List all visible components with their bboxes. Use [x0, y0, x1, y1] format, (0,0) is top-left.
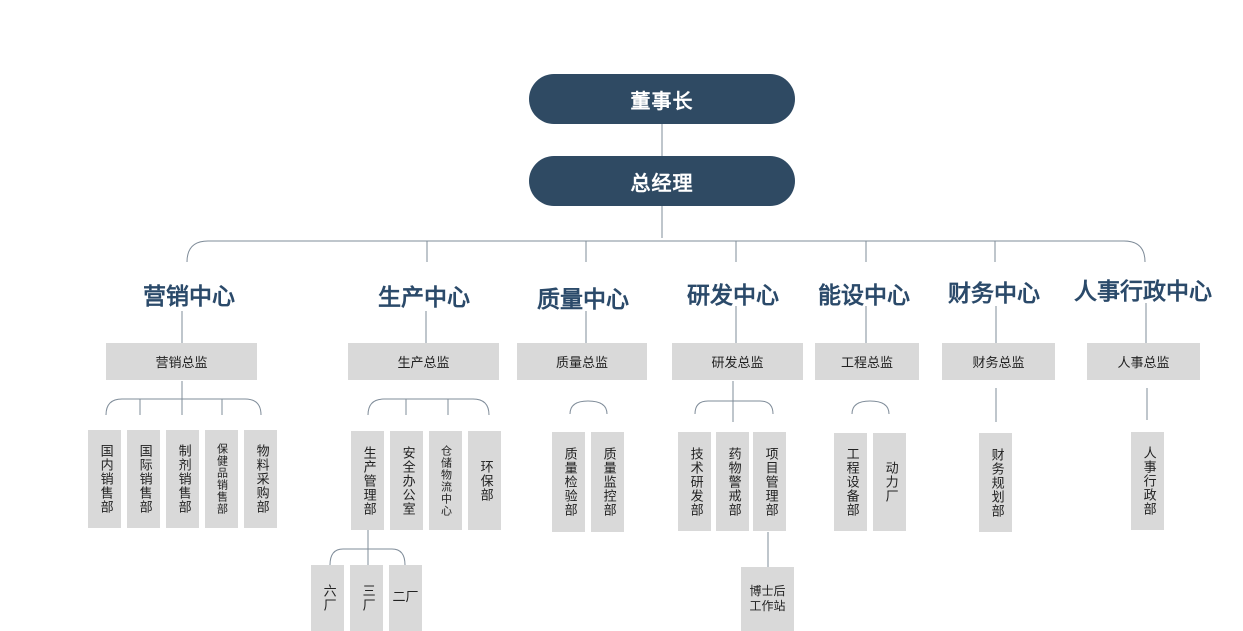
- dept-production-management: 生产管理部: [351, 431, 384, 530]
- center-production: 生产中心: [378, 285, 470, 311]
- dept-pharmacovigilance: 药物警戒部: [716, 432, 749, 531]
- director-engineering: 工程总监: [815, 343, 919, 380]
- dept-environmental: 环保部: [468, 431, 501, 530]
- dept-quality-inspection: 质量检验部: [552, 432, 585, 532]
- dept-warehouse-logistics: 仓储物流中心: [429, 431, 462, 530]
- center-marketing: 营销中心: [143, 284, 235, 310]
- chairman-node: 董事长: [529, 74, 795, 124]
- dept-hr-administration: 人事行政部: [1131, 432, 1164, 530]
- director-production: 生产总监: [348, 343, 499, 380]
- dept-safety-office: 安全办公室: [390, 431, 423, 530]
- dept-quality-monitoring: 质量监控部: [591, 432, 624, 532]
- center-finance: 财务中心: [948, 281, 1040, 307]
- dept-financial-planning: 财务规划部: [979, 433, 1012, 532]
- dept-project-management: 项目管理部: [753, 432, 786, 531]
- center-hr-admin: 人事行政中心: [1074, 279, 1212, 305]
- dept-engineering-equipment: 工程设备部: [834, 433, 867, 531]
- factory-three: 三厂: [350, 565, 383, 631]
- center-energy-equipment: 能设中心: [818, 283, 910, 309]
- center-quality: 质量中心: [537, 287, 629, 313]
- dept-international-sales: 国际销售部: [127, 430, 160, 528]
- director-hr: 人事总监: [1087, 343, 1200, 380]
- dept-power-plant: 动力厂: [873, 433, 906, 531]
- postdoc-workstation: 博士后工作站: [741, 567, 794, 631]
- center-rnd: 研发中心: [687, 283, 779, 309]
- dept-materials-purchasing: 物料采购部: [244, 430, 277, 528]
- director-rnd: 研发总监: [672, 343, 803, 380]
- dept-technology-rnd: 技术研发部: [678, 432, 711, 531]
- dept-domestic-sales: 国内销售部: [88, 430, 121, 528]
- general-manager-node: 总经理: [529, 156, 795, 206]
- director-quality: 质量总监: [517, 343, 647, 380]
- director-marketing: 营销总监: [106, 343, 257, 380]
- dept-health-products-sales: 保健品销售部: [205, 430, 238, 528]
- director-finance: 财务总监: [942, 343, 1055, 380]
- factory-six: 六厂: [311, 565, 344, 631]
- dept-preparation-sales: 制剂销售部: [166, 430, 199, 528]
- factory-two: 二厂: [389, 565, 422, 631]
